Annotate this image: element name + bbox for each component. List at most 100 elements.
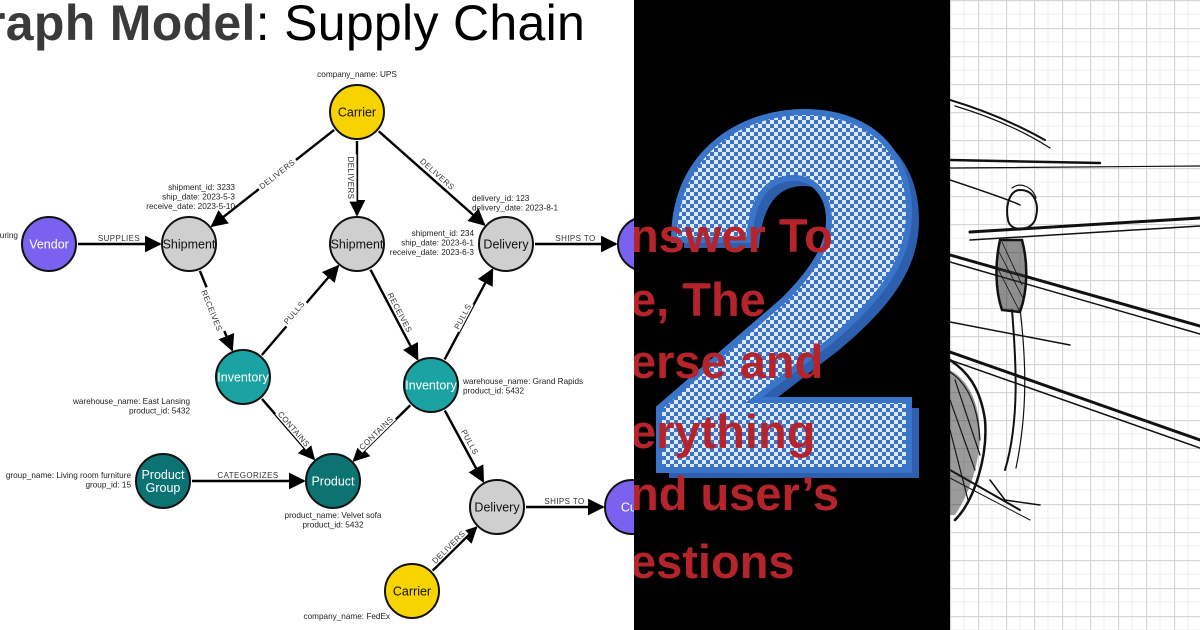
- answer-text-line: estions: [634, 535, 795, 588]
- node-label: Carrier: [338, 106, 376, 120]
- node-attribute: product_id: 5432: [463, 387, 524, 396]
- node-circle: [329, 216, 385, 272]
- edge-carrier_top-delivery_top: [377, 130, 486, 226]
- sketch-panel: [950, 0, 1200, 630]
- edge-label: RECEIVES: [385, 291, 413, 334]
- node-attribute: group_id: 15: [85, 481, 131, 490]
- edge-carrier_bottom-delivery_bottom: [431, 526, 478, 572]
- node-circle: [21, 216, 77, 272]
- edge-inventory_right-delivery_bottom: [443, 409, 485, 483]
- edge-label: SHIPS TO: [544, 497, 584, 506]
- node-shipment_left: Shipment: [161, 216, 217, 272]
- edge-label: DELIVERS: [430, 529, 467, 565]
- node-attribute: receive_date: 2023-5-10: [146, 202, 235, 211]
- edge-label: DELIVERS: [258, 158, 297, 192]
- node-attribute: shipment_id: 3233: [168, 183, 235, 192]
- node-circle: [305, 453, 361, 509]
- node-circle: [403, 357, 459, 413]
- pencil-sketch-figure-icon: [950, 0, 1200, 630]
- node-attribute: ship_date: 2023-5-3: [162, 193, 235, 202]
- edge-label: SHIPS TO: [555, 234, 595, 243]
- node-customer_bottom: Cus: [604, 479, 634, 535]
- node-delivery_top: Delivery: [478, 216, 534, 272]
- node-circle: [604, 479, 634, 535]
- node-circle: [161, 216, 217, 272]
- node-label: Inventory: [405, 379, 457, 393]
- node-attribute: shipment_id: 234: [412, 229, 475, 238]
- edge-label: SUPPLIES: [98, 234, 140, 243]
- node-inventory_left: Inventory: [215, 349, 271, 405]
- node-attribute: company_name: FedEx: [304, 612, 390, 621]
- node-attribute: delivery_date: 2023-8-1: [472, 204, 558, 213]
- node-attribute: warehouse_name: East Lansing: [72, 397, 190, 406]
- edge-label-bg: [198, 286, 226, 335]
- edge-label-bg: [450, 300, 474, 333]
- node-vendor: Vendor: [21, 216, 77, 272]
- page-title: raph Model: Supply Chain: [0, 0, 585, 52]
- node-delivery_bottom: Delivery: [469, 479, 525, 535]
- edge-label-bg: [427, 526, 469, 567]
- node-label: Vendor: [29, 238, 69, 252]
- title-rest: : Supply Chain: [255, 0, 586, 51]
- edge-label: PULLS: [282, 300, 307, 327]
- edge-label-bg: [385, 289, 416, 336]
- edge-label-bg: [551, 232, 600, 243]
- node-label: Shipment: [331, 238, 384, 252]
- node-attribute: uring: [0, 231, 18, 240]
- node-carrier_top: Carrier: [329, 84, 385, 140]
- graph-diagram: DELIVERS DELIVERS DELIVERS SUPPLIES SHIPS TO…: [0, 70, 634, 621]
- node-inventory_right: Inventory: [403, 357, 459, 413]
- node-circle: [469, 479, 525, 535]
- node-carrier_bottom: Carrier: [384, 563, 440, 619]
- node-label: Delivery: [474, 501, 520, 515]
- edge-label-bg: [416, 154, 459, 194]
- node-label: Group: [146, 481, 181, 495]
- node-circle: [384, 563, 440, 619]
- edge-label: CONTAINS: [276, 410, 312, 449]
- node-circle: [478, 216, 534, 272]
- edge-label: DELIVERS: [346, 157, 355, 200]
- node-customer_top: Cu: [617, 218, 634, 270]
- edge-label-bg: [346, 154, 357, 202]
- edge-label-bg: [540, 495, 589, 506]
- edge-label-bg: [458, 425, 483, 458]
- answer-text-line: nd user’s: [634, 467, 839, 520]
- edge-shipment_mid-inventory_right: [369, 269, 419, 361]
- edge-label-bg: [255, 155, 299, 193]
- answer-text-line: e, The: [634, 273, 766, 326]
- node-product: Product: [305, 453, 361, 509]
- node-attribute: product_id: 5432: [303, 521, 364, 530]
- node-attribute: group_name: Living room furniture: [6, 471, 132, 480]
- node-attribute: ship_date: 2023-6-1: [401, 239, 474, 248]
- node-label: Product: [141, 468, 185, 482]
- node-attribute: receive_date: 2023-6-3: [390, 248, 475, 257]
- edge-label-bg: [95, 232, 143, 243]
- answer-text-line: erse and: [634, 335, 824, 388]
- node-shipment_mid: Shipment: [329, 216, 385, 272]
- edge-label-bg: [216, 469, 280, 480]
- node-attribute: product_id: 5432: [129, 407, 190, 416]
- node-label: Cus: [621, 501, 634, 515]
- edge-label-bg: [279, 297, 308, 328]
- node-attribute: company_name: UPS: [317, 70, 397, 79]
- answer-image-panel: 2 nswer To e, The erse and erything nd user’…: [634, 0, 950, 630]
- edge-inventory_left-product: [261, 398, 316, 461]
- edge-label: DELIVERS: [418, 157, 456, 192]
- edge-label: CONTAINS: [358, 415, 396, 452]
- node-circle: [617, 218, 634, 270]
- edge-label-bg: [355, 412, 397, 453]
- node-label: Inventory: [217, 371, 269, 385]
- answer-text-line: nswer To: [634, 209, 833, 262]
- node-attribute: product_name: Velvet sofa: [285, 511, 382, 520]
- node-attribute: warehouse_name: Grand Rapids: [462, 377, 583, 386]
- node-label: Product: [311, 475, 355, 489]
- edge-label: CATEGORIZES: [217, 471, 278, 480]
- node-attribute: delivery_id: 123: [472, 194, 530, 203]
- node-label: Carrier: [393, 585, 431, 599]
- node-circle: [215, 349, 271, 405]
- answer-text-line: erything: [634, 405, 816, 458]
- big-two-icon: 2: [656, 108, 919, 478]
- node-label: Delivery: [483, 238, 529, 252]
